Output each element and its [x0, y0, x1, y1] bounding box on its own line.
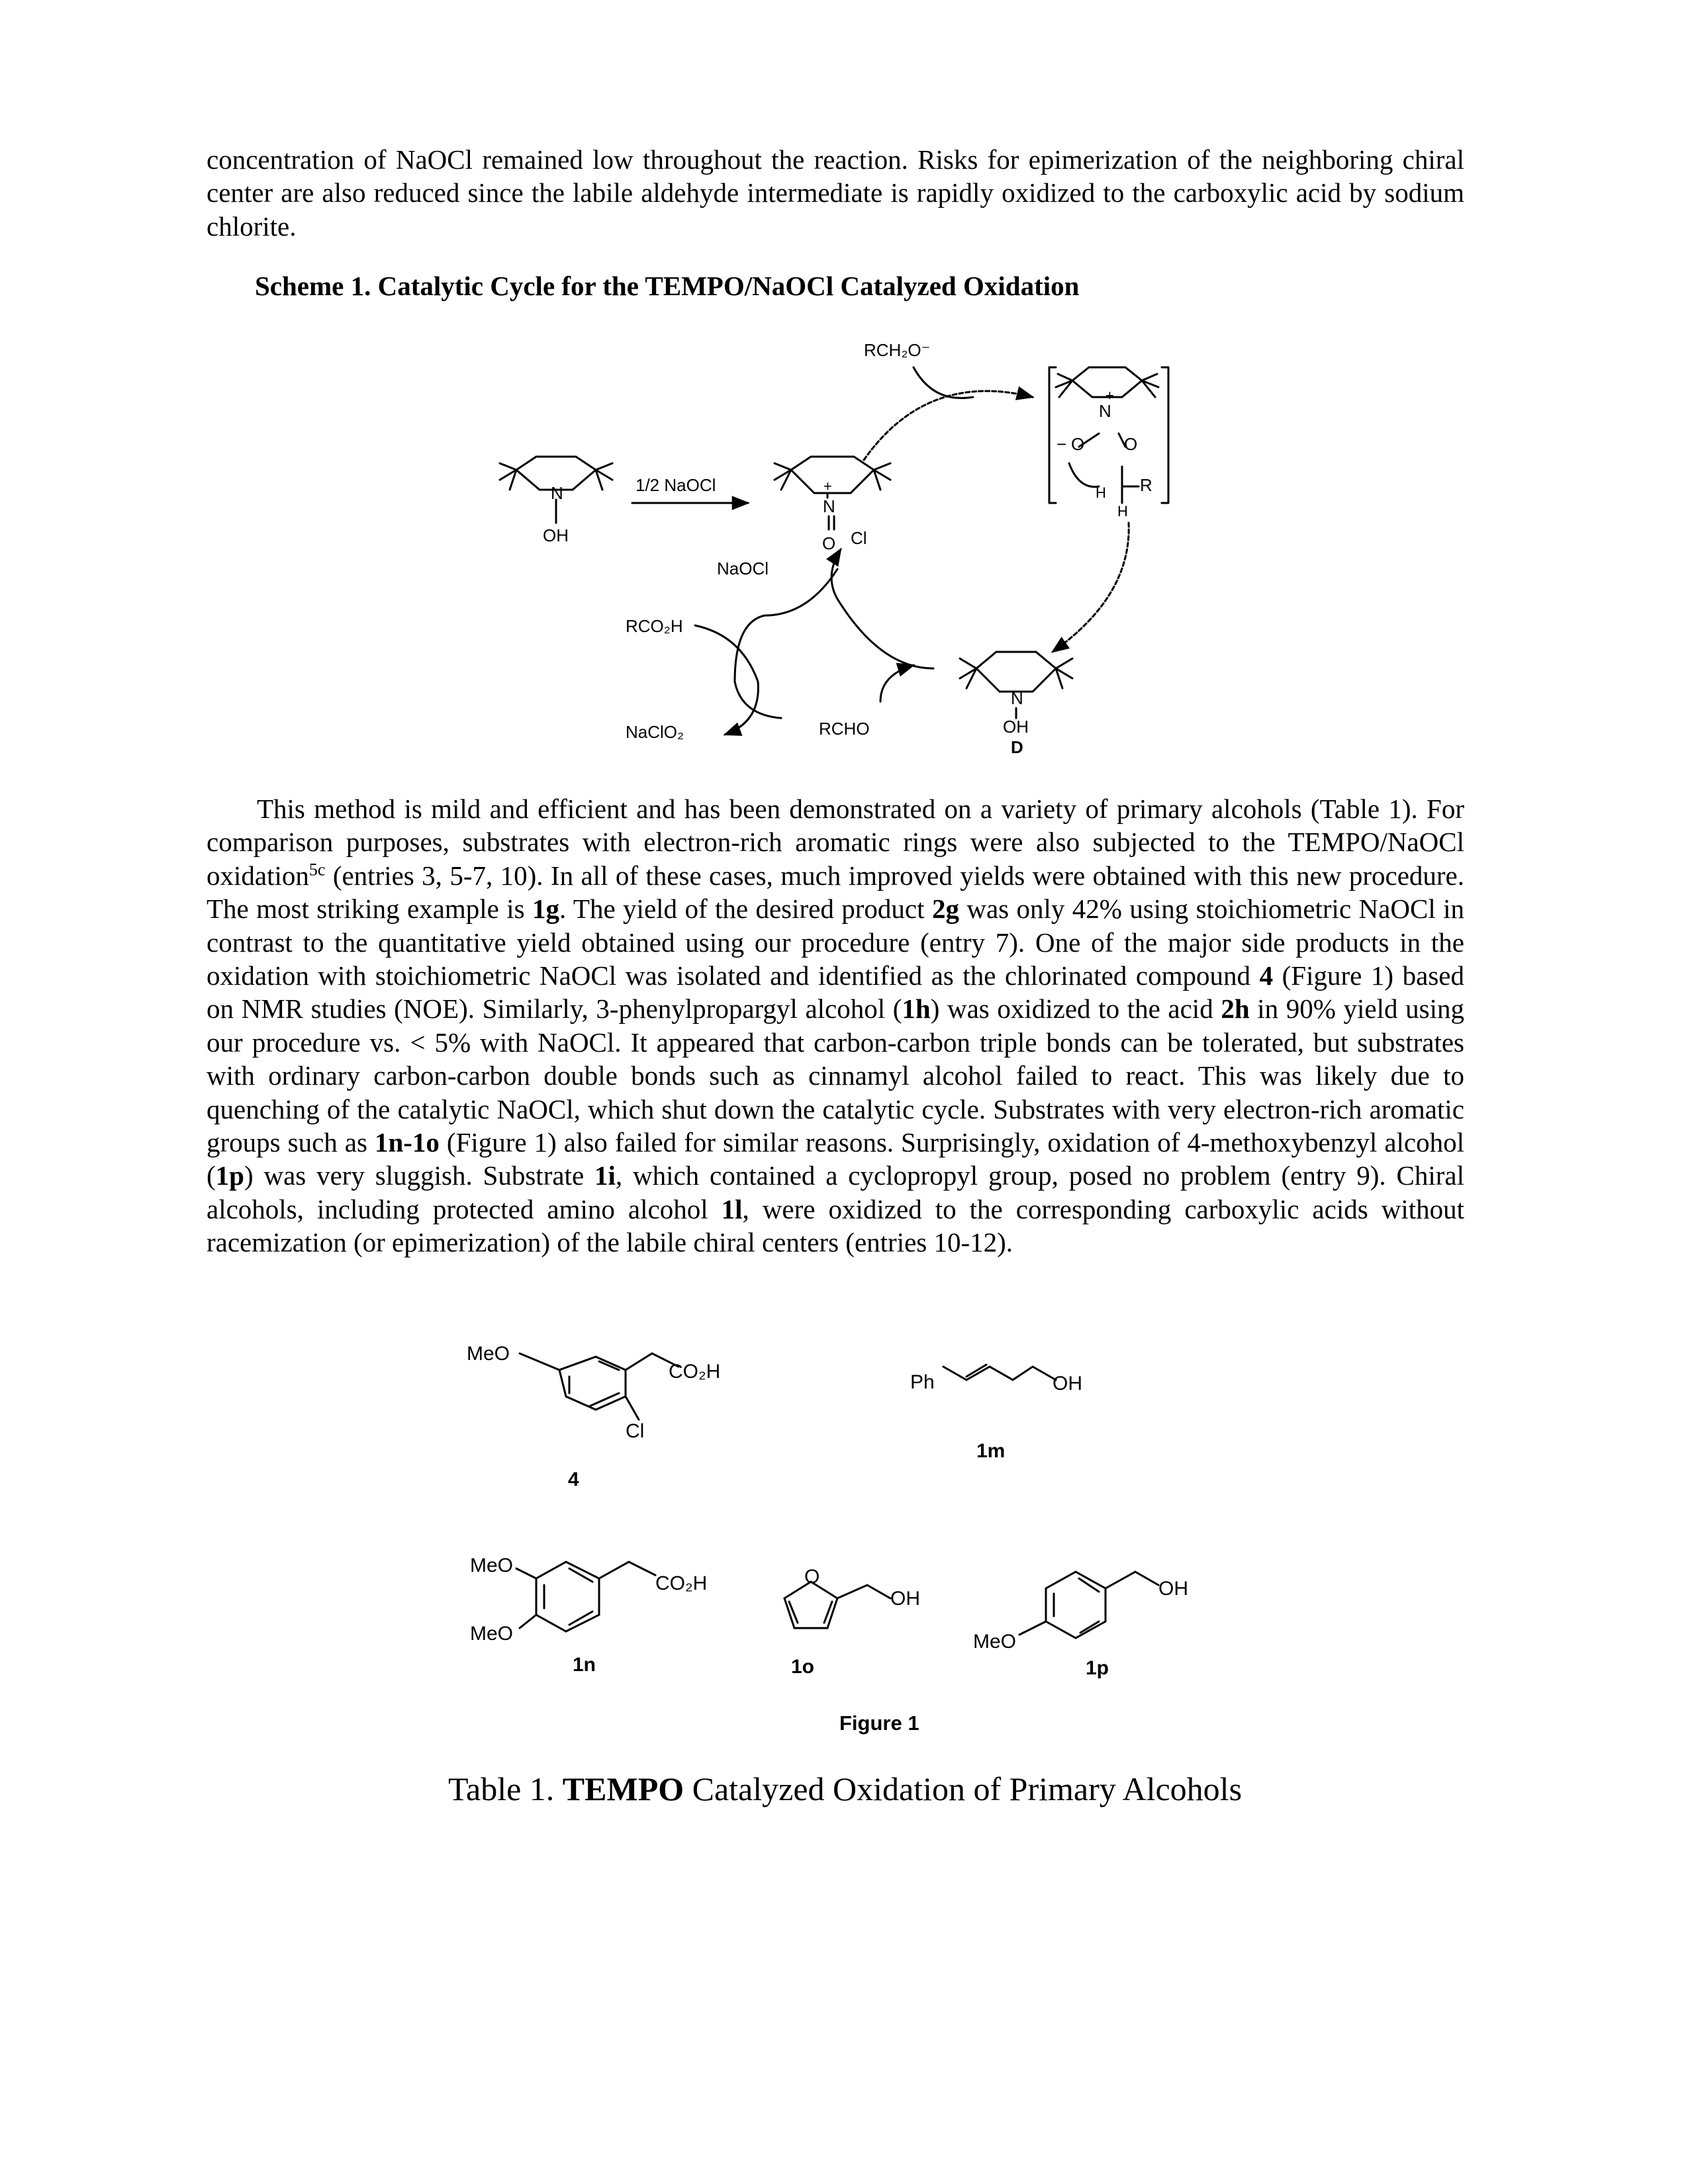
text-run: This method is mild and efficient and ha… [207, 794, 1464, 891]
text-run: . The yield of the desired product [559, 893, 932, 925]
compound-ref: 2g [931, 893, 959, 925]
compound-4-structure [518, 1352, 680, 1421]
c1p-oh: OH [1158, 1578, 1188, 1600]
compound-ref: 1n-1o [374, 1127, 440, 1158]
results-paragraph: This method is mild and efficient and ha… [207, 792, 1464, 1259]
tempo-oxoammonium [773, 455, 892, 531]
label-n-center: N [823, 496, 835, 516]
text-run: in 90% yield using our procedure vs. < 5… [207, 993, 1464, 1158]
c1o-o: O [804, 1566, 820, 1588]
text-run: ) was very sluggish. Substrate [244, 1160, 594, 1191]
c4-cl: Cl [626, 1420, 644, 1442]
compound-ref: 1l [721, 1193, 743, 1224]
label-minus-top: − [1056, 434, 1066, 454]
label-d: D [1011, 737, 1023, 757]
compound-ref: 4 [1259, 960, 1274, 991]
compound-1n-structure [515, 1561, 657, 1633]
tempo-hydroxylamine-d [959, 651, 1074, 719]
c1m-oh: OH [1053, 1373, 1082, 1394]
cycle-arrow-right [1051, 522, 1130, 653]
c1m-ph: Ph [910, 1371, 935, 1393]
label-oh-left: OH [543, 525, 569, 545]
naocl-arrow [733, 568, 839, 719]
label-plus-center: + [823, 478, 832, 494]
c4-meo: MeO [467, 1343, 510, 1365]
compound-ref: 1h [902, 993, 931, 1024]
c1n-meo2: MeO [470, 1623, 513, 1645]
label-h-top2: H [1117, 503, 1128, 520]
label-naocl: NaOCl [717, 559, 769, 578]
citation-superscript: 5c [308, 860, 326, 880]
naclo2-arrow [694, 624, 759, 736]
label-n-d: N [1011, 688, 1023, 708]
paragraph-text: concentration of NaOCl remained low thro… [207, 144, 1464, 242]
compound-1p-structure [1018, 1570, 1160, 1639]
figure-label: Figure 1 [839, 1711, 919, 1735]
label-o-center: O [822, 533, 835, 553]
label-cl-minus: Cl [851, 528, 867, 548]
c1o-id: 1o [791, 1656, 814, 1678]
caption-suffix: Catalyzed Oxidation of Primary Alcohols [684, 1770, 1243, 1807]
tempo-hydroxylamine-left [498, 455, 614, 524]
text-run: , which contained a cyclopropyl group, p… [207, 1160, 1464, 1224]
compound-ref: 1g [532, 893, 559, 925]
c4-co2h: CO₂H [669, 1361, 720, 1383]
label-o-top-right: O [1124, 434, 1137, 454]
c1m-id: 1m [976, 1440, 1005, 1462]
c1p-meo: MeO [973, 1631, 1016, 1653]
label-o-top-left: O [1071, 434, 1084, 454]
caption-bold: TEMPO [562, 1770, 684, 1807]
alkoxide-arrow [912, 366, 974, 399]
cycle-arrow-bottom [825, 547, 935, 670]
c1n-id: 1n [573, 1654, 596, 1676]
label-n-left: N [551, 483, 563, 503]
label-r-top: R [1140, 475, 1152, 495]
label-plus-top: + [1105, 387, 1114, 404]
intro-paragraph: concentration of NaOCl remained low thro… [207, 143, 1464, 243]
c1n-co2h: CO₂H [655, 1572, 707, 1594]
label-rch2o-minus: RCH₂O⁻ [864, 340, 930, 360]
text-run: (entries 3, 5-7, 10). In all of these ca… [207, 860, 1464, 925]
intermediate-complex [1048, 366, 1170, 504]
compound-ref: 2h [1221, 993, 1250, 1024]
text-run: was only 42% using stoichiometric NaOCl … [207, 893, 1464, 991]
label-h-top: H [1096, 484, 1106, 501]
c1p-id: 1p [1086, 1657, 1109, 1679]
label-n-top: N [1099, 401, 1111, 421]
text-run: (Figure 1) also failed for similar reaso… [207, 1127, 1465, 1191]
text-run: , were oxidized to the corresponding car… [207, 1193, 1464, 1258]
table-caption: Table 1. TEMPO Catalyzed Oxidation of Pr… [0, 1770, 1690, 1808]
compound-1o-structure [783, 1580, 892, 1629]
compound-ref: 1p [215, 1160, 244, 1191]
cycle-arrow-top [863, 386, 1035, 461]
scheme-caption: Scheme 1. Catalytic Cycle for the TEMPO/… [255, 271, 1080, 301]
label-rco2h: RCO₂H [626, 616, 683, 636]
text-run: (Figure 1) based on NMR studies (NOE). S… [207, 960, 1464, 1024]
label-naclo2: NaClO₂ [626, 722, 684, 742]
label-oh-d: OH [1003, 717, 1029, 737]
label-half-naocl: 1/2 NaOCl [635, 475, 716, 495]
c4-id: 4 [568, 1469, 579, 1490]
paragraph-text: This method is mild and efficient and ha… [207, 792, 1464, 1259]
label-rcho: RCHO [819, 719, 870, 739]
c1o-oh: OH [890, 1588, 920, 1610]
caption-prefix: Table 1. [447, 1770, 563, 1807]
text-run: ) was oxidized to the acid [930, 993, 1221, 1024]
compound-1m-structure [942, 1363, 1057, 1381]
compound-ref: 1i [594, 1160, 616, 1191]
rcho-arrow [879, 662, 915, 703]
c1n-meo1: MeO [470, 1555, 513, 1576]
